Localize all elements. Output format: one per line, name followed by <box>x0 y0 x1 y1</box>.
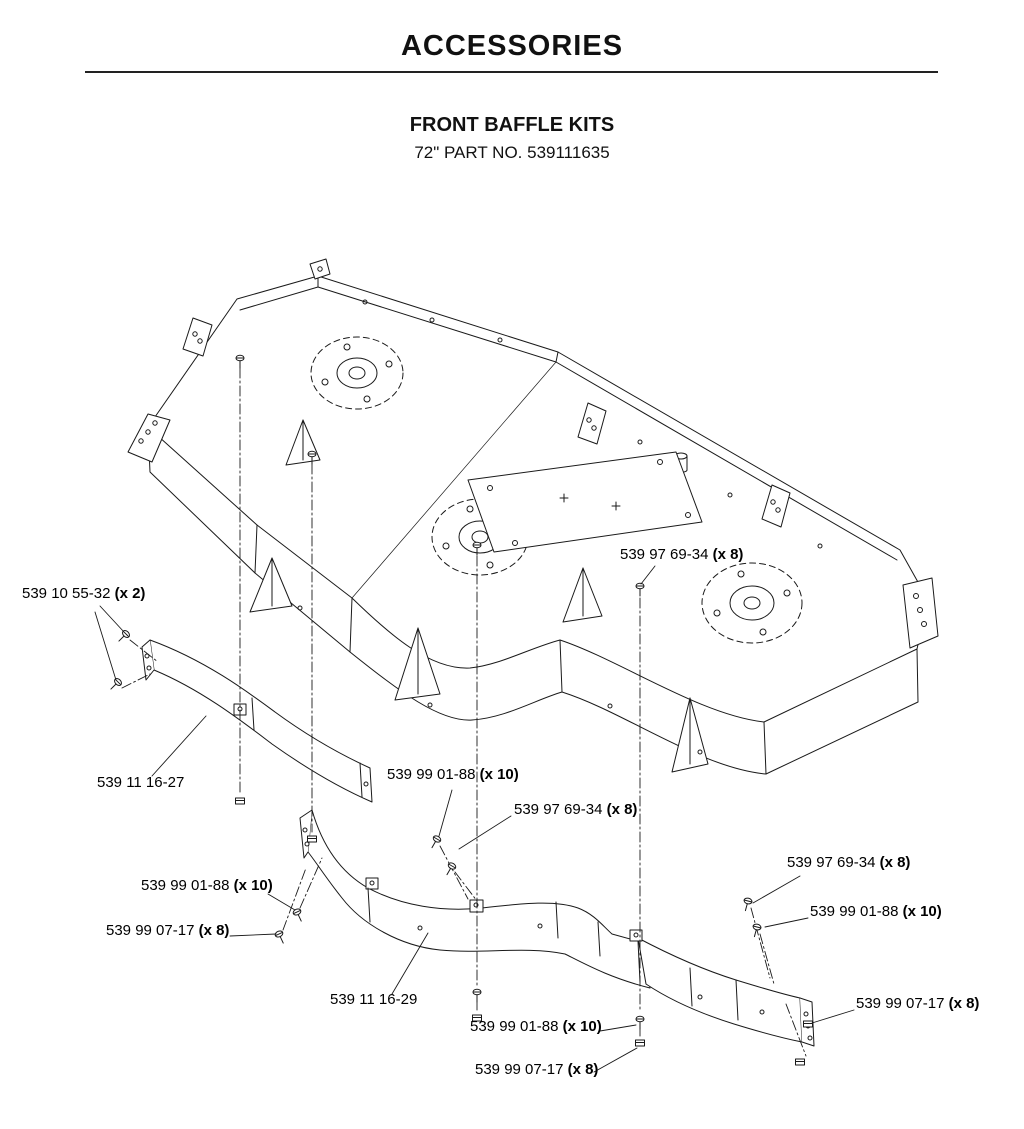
part-callout: 539 99 07-17 (x 8) <box>856 995 979 1012</box>
bolt-icon <box>741 896 754 913</box>
part-qty: (x 10) <box>898 903 942 920</box>
part-number: 539 97 69-34 <box>514 801 603 818</box>
nut-icon <box>635 1039 645 1047</box>
part-number: 539 97 69-34 <box>787 854 876 871</box>
baffle-center <box>299 809 651 989</box>
kit-part-number: 72" PART NO. 539111635 <box>414 143 610 162</box>
nut-icon <box>795 1058 805 1066</box>
part-qty: (x 8) <box>708 546 744 563</box>
part-number: 539 99 01-88 <box>141 877 230 894</box>
bolt-icon <box>428 834 443 851</box>
section-title: FRONT BAFFLE KITS <box>409 114 615 136</box>
part-number: 539 11 16-27 <box>97 774 185 791</box>
bolt-icon <box>750 922 763 939</box>
part-number: 539 99 07-17 <box>856 995 945 1012</box>
part-number: 539 10 55-32 <box>22 585 111 602</box>
part-qty: (x 8) <box>944 995 980 1012</box>
bolt-icon <box>472 988 482 1003</box>
part-callout: 539 97 69-34 (x 8) <box>514 801 637 818</box>
part-callout: 539 97 69-34 (x 8) <box>787 854 910 871</box>
part-callout: 539 99 01-88 (x 10) <box>470 1018 602 1035</box>
part-number: 539 99 01-88 <box>810 903 899 920</box>
part-callout: 539 10 55-32 (x 2) <box>22 585 145 602</box>
access-panel <box>467 451 703 553</box>
part-qty: (x 2) <box>110 585 146 602</box>
part-callout: 539 99 01-88 (x 10) <box>141 877 273 894</box>
bolt-icon <box>291 907 306 924</box>
bolt-icon <box>273 929 288 946</box>
part-qty: (x 10) <box>475 766 519 783</box>
bolt-icon <box>635 1015 645 1030</box>
nut-icon <box>803 1020 813 1028</box>
part-qty: (x 8) <box>875 854 911 871</box>
part-number: 539 99 07-17 <box>106 922 195 939</box>
title-rule <box>85 71 938 73</box>
part-callout: 539 99 01-88 (x 10) <box>387 766 519 783</box>
part-qty: (x 10) <box>229 877 273 894</box>
part-callout: 539 11 16-27 <box>97 774 184 791</box>
alignment-lines <box>121 367 807 1057</box>
mower-deck <box>127 258 939 775</box>
part-number: 539 99 01-88 <box>470 1018 559 1035</box>
baffle-right <box>629 929 815 1047</box>
part-callout: 539 99 07-17 (x 8) <box>106 922 229 939</box>
part-callout: 539 11 16-29 <box>330 991 417 1008</box>
nut-icon <box>235 797 245 805</box>
part-number: 539 97 69-34 <box>620 546 709 563</box>
part-number: 539 99 07-17 <box>475 1061 564 1078</box>
part-qty: (x 8) <box>602 801 638 818</box>
part-qty: (x 10) <box>558 1018 602 1035</box>
part-number: 539 11 16-29 <box>330 991 418 1008</box>
page-title: ACCESSORIES <box>400 30 624 62</box>
part-qty: (x 8) <box>194 922 230 939</box>
spindle-plate-left <box>310 336 404 410</box>
part-number: 539 99 01-88 <box>387 766 476 783</box>
nut-icon <box>307 835 317 843</box>
part-callout: 539 99 01-88 (x 10) <box>810 903 942 920</box>
leader-lines <box>94 565 855 1073</box>
part-qty: (x 8) <box>563 1061 599 1078</box>
part-callout: 539 97 69-34 (x 8) <box>620 546 743 563</box>
part-callout: 539 99 07-17 (x 8) <box>475 1061 598 1078</box>
spindle-plate-right <box>701 562 803 644</box>
